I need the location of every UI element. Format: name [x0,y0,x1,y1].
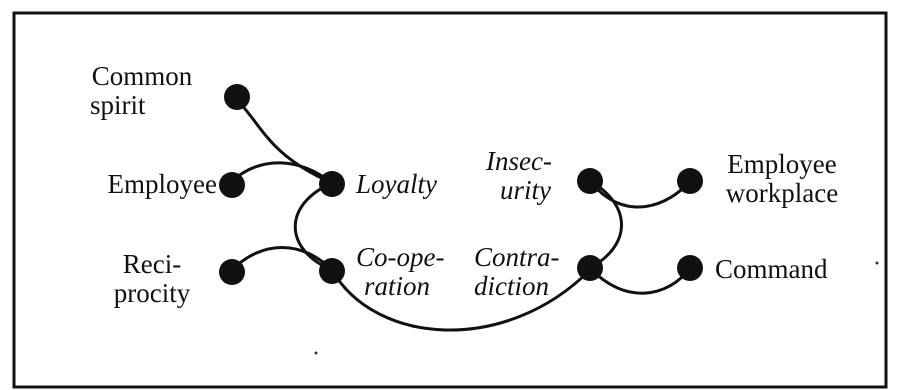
label-employee-workplace-line2: workplace [725,178,839,208]
label-insecurity-line2: urity [500,175,551,205]
label-contradiction-line1: Contra- [474,242,560,272]
label-employee: Employee [60,170,217,199]
edge-contradiction-command [588,266,692,295]
label-loyalty: Loyalty [356,170,466,199]
label-insecurity: Insec- urity [480,147,580,205]
dot-employee-workplace [677,168,703,194]
label-cooperation-line1: Co-ope- [356,242,445,272]
label-contradiction: Contra- diction [474,243,584,301]
dot-contradiction [577,255,603,281]
speck-1 [314,351,318,355]
label-common-spirit: Common spirit [82,62,202,120]
node-dots [219,84,703,285]
label-employee-workplace-line1: Employee [727,149,837,179]
dot-employee [219,172,245,198]
dot-loyalty [319,171,345,197]
label-common-spirit-line1: Common [91,61,193,91]
label-loyalty-line1: Loyalty [356,169,437,199]
dot-insecurity [577,168,603,194]
label-employee-workplace: Employee workplace [712,150,852,208]
speck-2 [875,261,879,265]
diagram-border [12,11,888,389]
edge-insecurity-employee-workplace [588,179,692,209]
label-reciprocity-line1: Reci- [122,249,182,279]
label-cooperation: Co-ope- ration [356,243,466,301]
edge-cooperation-contradiction [330,268,592,332]
edge-insecurity-contradiction [588,179,623,270]
label-command: Command [715,255,845,284]
edge-loyalty-cooperation [293,181,334,272]
edges [230,98,692,332]
label-command-line1: Command [715,254,828,284]
label-cooperation-line2: ration [364,271,431,301]
label-employee-line1: Employee [107,169,217,199]
edge-employee-loyalty [230,161,334,185]
edge-common-spirit-loyalty [235,98,334,185]
label-reciprocity-line2: procity [113,278,191,308]
label-common-spirit-line2: spirit [90,90,146,120]
edge-reciprocity-cooperation [230,246,334,272]
dot-common-spirit [224,84,250,110]
label-contradiction-line2: diction [474,271,549,301]
dot-command [677,255,703,281]
label-reciprocity: Reci- procity [100,250,204,308]
label-insecurity-line1: Insec- [486,146,552,176]
dot-cooperation [319,258,345,284]
dot-reciprocity [219,259,245,285]
